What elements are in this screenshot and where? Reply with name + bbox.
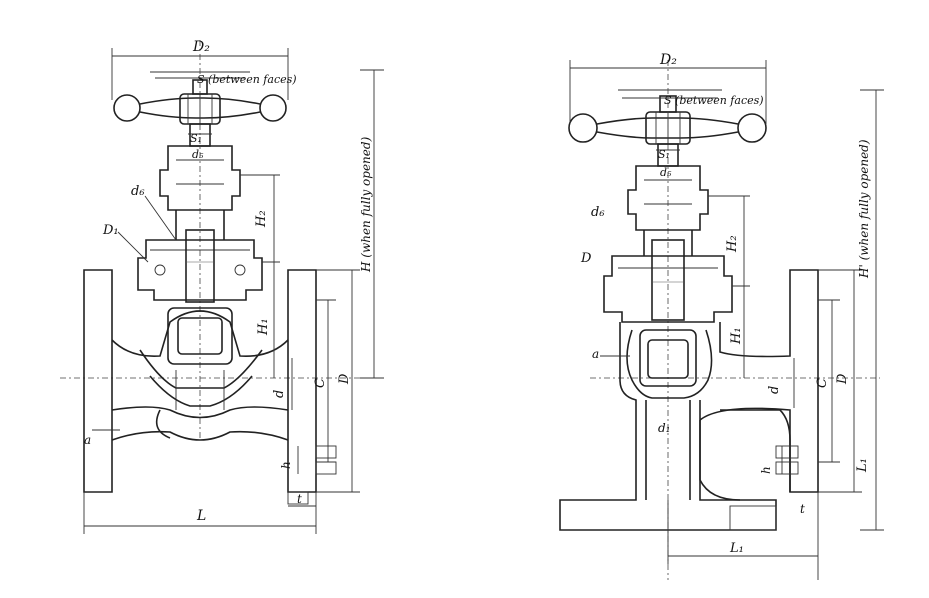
left-label-H2: H₂ (254, 210, 269, 228)
left-label-H1: H₁ (256, 318, 271, 336)
left-label-a: a (84, 433, 91, 447)
right-label-D2: D₂ (659, 52, 677, 68)
left-label-D2: D₂ (192, 39, 210, 55)
right-label-d5: d₅ (660, 166, 672, 179)
right-label-C: C (815, 378, 830, 388)
right-label-a: a (592, 347, 599, 361)
left-label-h: h (279, 461, 293, 469)
left-label-L: L (196, 508, 206, 524)
right-label-d: d (767, 386, 782, 394)
left-valve-drawing: D₂ S (between faces) S₁ d₅ d₆ D₁ H₂ H₁ H… (60, 39, 384, 534)
right-label-Dbig: D (835, 373, 850, 385)
right-label-L1: L₁ (729, 541, 744, 556)
left-label-t: t (297, 492, 302, 506)
right-valve-body (559, 269, 819, 531)
right-yoke-bonnet (603, 143, 733, 323)
left-yoke-bonnet (137, 123, 263, 303)
left-label-S1: S₁ (190, 132, 202, 145)
right-labels: D₂ S (between faces) S₁ d₅ d₆ D H₂ H₁ H'… (580, 52, 871, 556)
right-label-d6: d₆ (591, 205, 605, 220)
right-valve-drawing: D₂ S (between faces) S₁ d₅ d₆ D H₂ H₁ H'… (559, 52, 884, 580)
left-label-d5: d₅ (192, 148, 204, 161)
right-label-H: H' (when fully opened) (857, 139, 871, 279)
right-label-H2: H₂ (725, 235, 740, 253)
right-label-d1: d₁ (658, 421, 671, 435)
right-label-D: D (580, 251, 592, 266)
right-label-H1: H₁ (729, 327, 744, 345)
left-label-d6: d₆ (131, 184, 145, 199)
right-label-h: h (759, 466, 773, 474)
right-dimensions (569, 60, 884, 580)
right-label-t: t (800, 502, 805, 516)
left-label-C: C (313, 378, 328, 388)
right-label-S: S (between faces) (664, 94, 764, 107)
left-labels: D₂ S (between faces) S₁ d₅ d₆ D₁ H₂ H₁ H… (84, 39, 373, 524)
left-label-D1: D₁ (102, 223, 119, 238)
right-label-S1: S₁ (658, 148, 670, 161)
left-label-d: d (272, 390, 287, 398)
left-label-Dbig: D (337, 373, 352, 385)
left-label-S: S (between faces) (197, 73, 297, 86)
right-label-L1-vertical: L₁ (855, 458, 870, 473)
left-dimensions (83, 48, 384, 534)
left-label-H: H (when fully opened) (359, 136, 373, 273)
